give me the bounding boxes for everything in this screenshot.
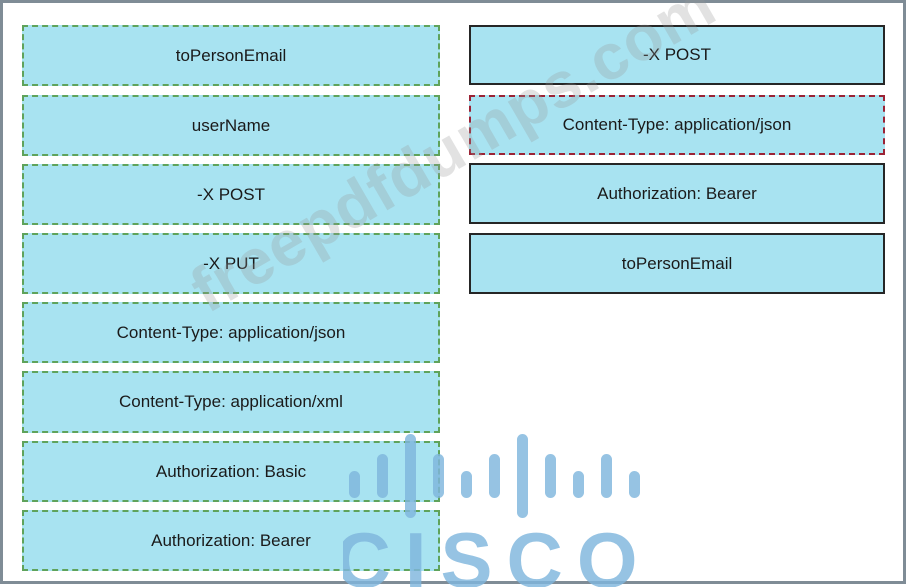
option-userName[interactable]: userName (22, 95, 440, 156)
option-authorization-basic[interactable]: Authorization: Basic (22, 441, 440, 502)
answer-slot-3[interactable]: Authorization: Bearer (469, 163, 885, 224)
option-x-put[interactable]: -X PUT (22, 233, 440, 294)
answer-slot-4[interactable]: toPersonEmail (469, 233, 885, 294)
answer-slot-1[interactable]: -X POST (469, 25, 885, 85)
option-toPersonEmail[interactable]: toPersonEmail (22, 25, 440, 86)
option-content-type-xml[interactable]: Content-Type: application/xml (22, 371, 440, 433)
answer-slot-2[interactable]: Content-Type: application/json (469, 95, 885, 155)
option-authorization-bearer[interactable]: Authorization: Bearer (22, 510, 440, 571)
option-content-type-json[interactable]: Content-Type: application/json (22, 302, 440, 363)
option-x-post[interactable]: -X POST (22, 164, 440, 225)
